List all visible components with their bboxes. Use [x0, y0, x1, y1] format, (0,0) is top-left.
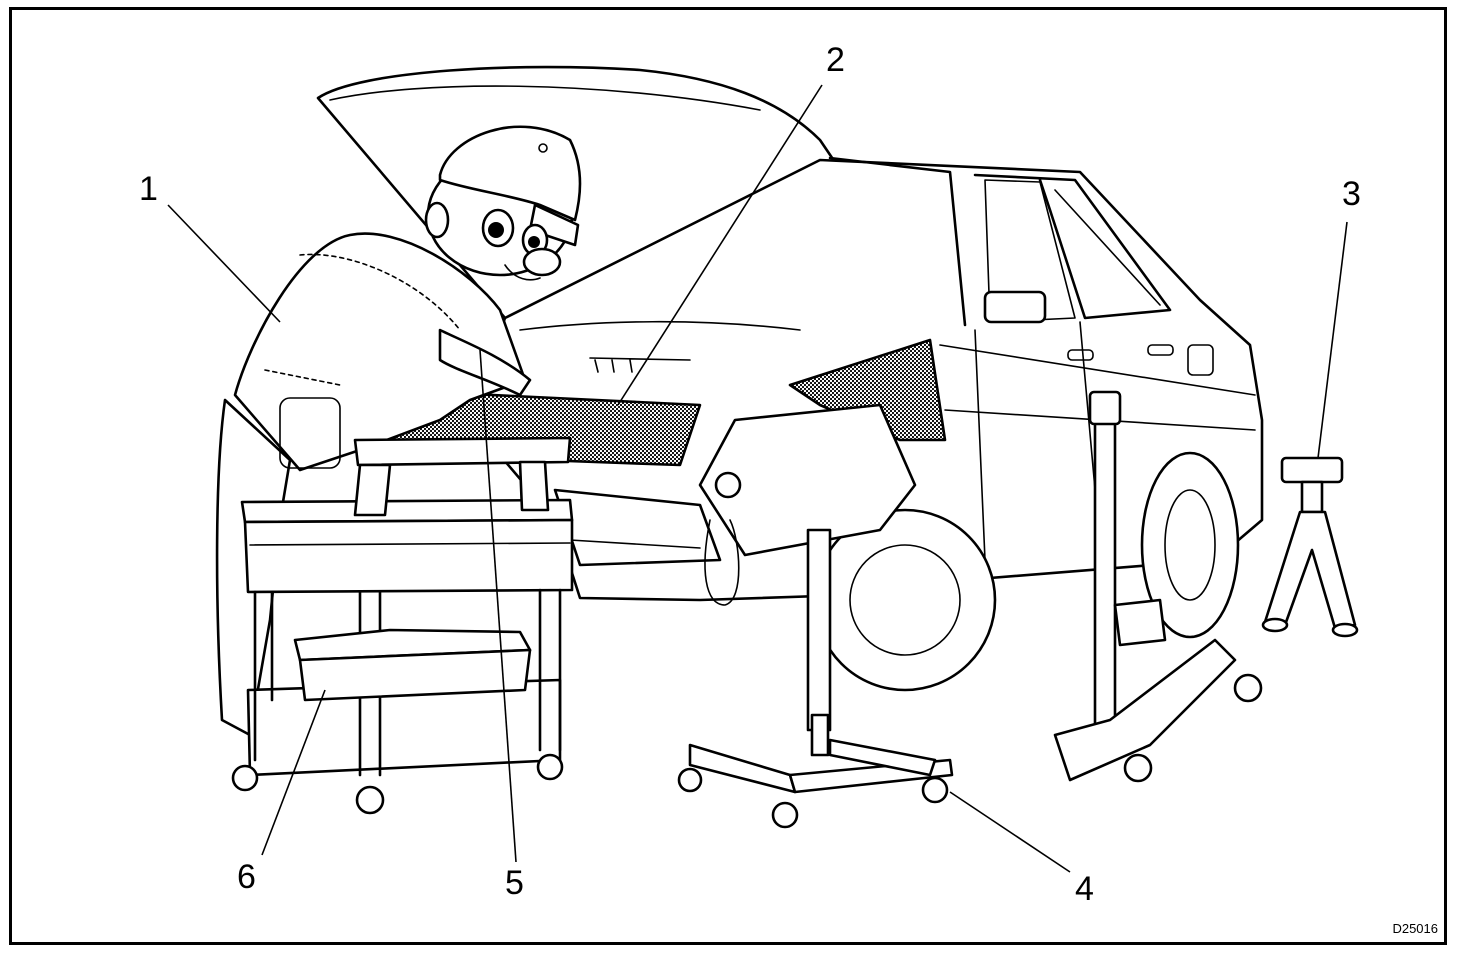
- callout-1: 1: [139, 170, 158, 208]
- callout-4: 4: [1075, 870, 1094, 908]
- callout-2: 2: [826, 41, 845, 79]
- callout-5: 5: [505, 864, 524, 902]
- tool-cart: [231, 436, 574, 815]
- leader-lines: [167, 84, 1348, 873]
- figure-code: D25016: [1392, 921, 1438, 936]
- mechanic-illustration: [215, 125, 582, 737]
- floor-jack: [1053, 390, 1263, 783]
- callout-6: 6: [237, 858, 256, 896]
- work-light-stand: [677, 403, 954, 829]
- jack-stand: [1261, 456, 1359, 638]
- callout-3: 3: [1342, 175, 1361, 213]
